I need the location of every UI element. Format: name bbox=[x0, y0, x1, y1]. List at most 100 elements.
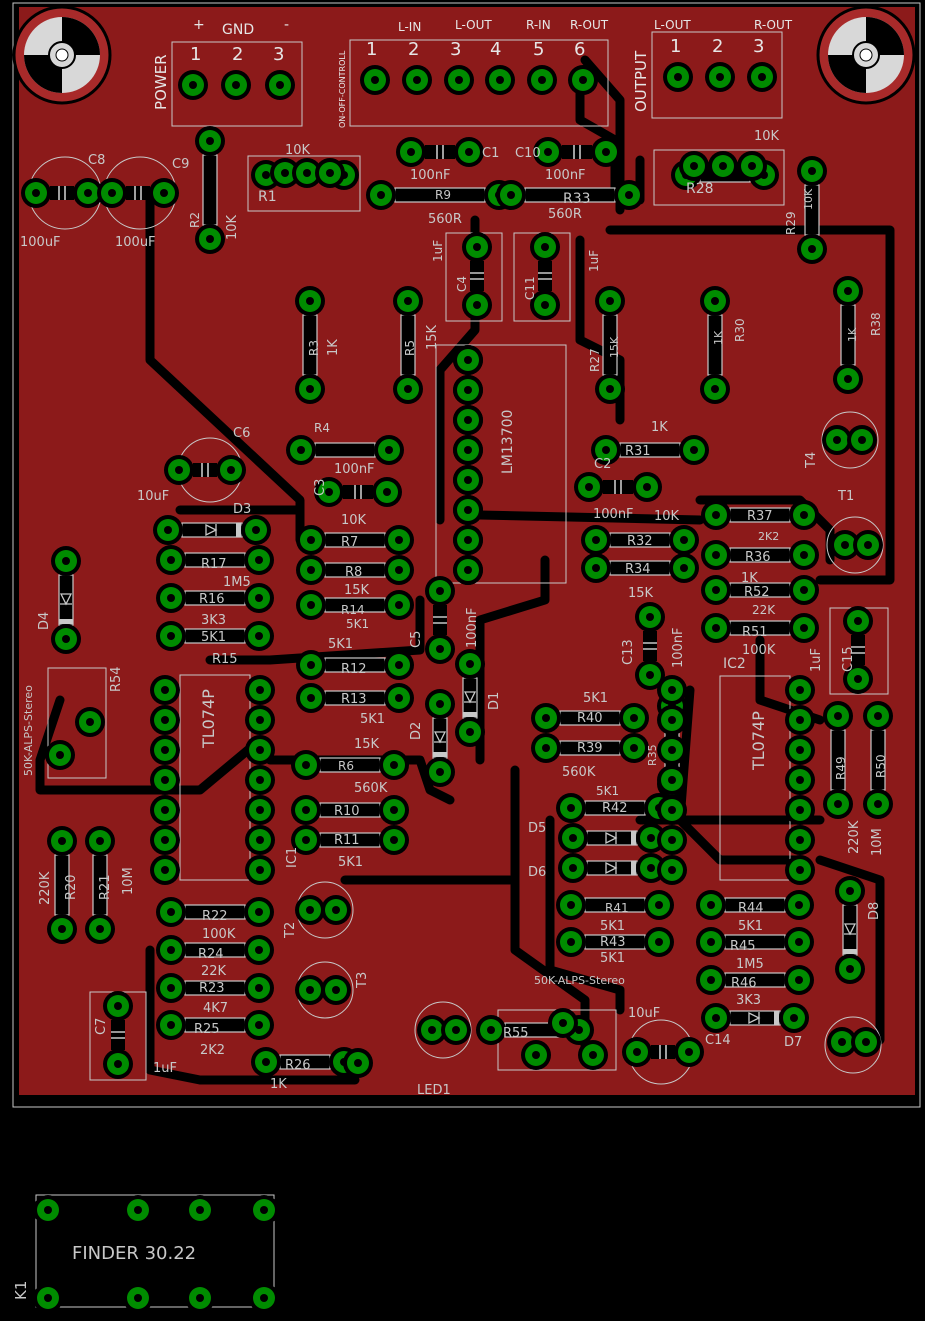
pad bbox=[33, 1195, 63, 1225]
pad bbox=[453, 555, 483, 585]
label-r51: R51 bbox=[742, 625, 768, 640]
label-r28: R28 bbox=[686, 181, 714, 197]
pad bbox=[784, 965, 814, 995]
pad bbox=[185, 1195, 215, 1225]
label-d3: D3 bbox=[233, 502, 251, 517]
label-r44v: 5K1 bbox=[738, 919, 763, 934]
control-r-out: R-OUT bbox=[570, 18, 609, 32]
pad bbox=[462, 232, 492, 262]
pad bbox=[784, 890, 814, 920]
diode bbox=[586, 860, 638, 876]
label-d7: D7 bbox=[784, 1035, 802, 1050]
control-pin-3: 3 bbox=[450, 39, 461, 60]
pad bbox=[657, 855, 687, 885]
pad bbox=[700, 286, 730, 316]
pad bbox=[453, 465, 483, 495]
label-d8: D8 bbox=[867, 902, 882, 920]
label-c4v: 1uF bbox=[431, 240, 445, 262]
pad bbox=[393, 374, 423, 404]
pad bbox=[581, 525, 611, 555]
pad bbox=[221, 70, 251, 100]
pad bbox=[73, 178, 103, 208]
label-c14: C14 bbox=[705, 1033, 731, 1048]
label-c13v: 100nF bbox=[671, 627, 686, 668]
capacitor bbox=[851, 635, 865, 665]
pad bbox=[747, 62, 777, 92]
pad bbox=[785, 735, 815, 765]
pad bbox=[296, 683, 326, 713]
pad bbox=[97, 178, 127, 208]
pad bbox=[833, 276, 863, 306]
pad bbox=[530, 232, 560, 262]
control-l-in: L-IN bbox=[398, 20, 421, 34]
capacitor bbox=[425, 145, 455, 159]
label-ic3: LM13700 bbox=[500, 410, 516, 474]
label-r52v: 22K bbox=[752, 603, 776, 617]
label-r50: R50 bbox=[874, 754, 888, 778]
pad bbox=[150, 855, 180, 885]
pad bbox=[244, 545, 274, 575]
label-r21v: 10M bbox=[121, 867, 136, 895]
pad bbox=[156, 583, 186, 613]
pad bbox=[533, 137, 563, 167]
terminal-control: L-IN L-OUT R-IN R-OUT 1 2 3 4 5 6 ON-OFF… bbox=[338, 18, 609, 128]
pad bbox=[245, 825, 275, 855]
pad bbox=[548, 1008, 578, 1038]
pad bbox=[123, 1195, 153, 1225]
label-r21: R21 bbox=[98, 874, 113, 900]
label-c2v: 100nF bbox=[593, 507, 634, 522]
label-r27: R27 bbox=[588, 348, 602, 372]
label-r30: R30 bbox=[733, 318, 747, 342]
capacitor bbox=[470, 261, 484, 291]
trace bbox=[605, 225, 895, 585]
pad bbox=[425, 689, 455, 719]
pad bbox=[847, 425, 877, 455]
pad bbox=[558, 853, 588, 883]
pad bbox=[295, 374, 325, 404]
relay-name: K1 bbox=[12, 1281, 30, 1300]
pad bbox=[669, 553, 699, 583]
label-t1: T1 bbox=[837, 489, 854, 504]
pad bbox=[156, 545, 186, 575]
diode bbox=[462, 677, 478, 719]
pad bbox=[150, 765, 180, 795]
label-r50v: 10M bbox=[870, 828, 885, 856]
label-d6: D6 bbox=[528, 865, 546, 880]
pad bbox=[581, 553, 611, 583]
label-r11v: 5K1 bbox=[338, 855, 363, 870]
pad bbox=[455, 717, 485, 747]
label-r10: R10 bbox=[334, 804, 360, 819]
label-ic2p: TL074P bbox=[749, 711, 768, 771]
pad bbox=[530, 290, 560, 320]
label-r34v: 15K bbox=[628, 586, 654, 601]
pad bbox=[156, 621, 186, 651]
pad bbox=[574, 472, 604, 502]
trace bbox=[475, 555, 550, 765]
pad bbox=[453, 495, 483, 525]
pad bbox=[485, 65, 515, 95]
label-r8v: 15K bbox=[344, 583, 370, 598]
pad bbox=[245, 735, 275, 765]
pad bbox=[296, 650, 326, 680]
label-d1: D1 bbox=[487, 692, 502, 710]
pad bbox=[21, 178, 51, 208]
trace bbox=[475, 510, 705, 525]
pad bbox=[556, 793, 586, 823]
pad bbox=[245, 855, 275, 885]
label-r6v: 15K bbox=[354, 737, 380, 752]
pad bbox=[296, 555, 326, 585]
pad bbox=[156, 1010, 186, 1040]
pad bbox=[153, 515, 183, 545]
label-r55v: 50K-ALPS-Stereo bbox=[534, 974, 625, 987]
capacitor bbox=[126, 186, 150, 200]
label-c13: C13 bbox=[621, 639, 636, 665]
pad bbox=[441, 1015, 471, 1045]
pad bbox=[265, 70, 295, 100]
label-r22v: 100K bbox=[202, 927, 236, 942]
pad bbox=[384, 590, 414, 620]
label-r44: R44 bbox=[738, 901, 764, 916]
pad bbox=[295, 895, 325, 925]
pad bbox=[595, 286, 625, 316]
label-r35: R35 bbox=[646, 744, 659, 766]
